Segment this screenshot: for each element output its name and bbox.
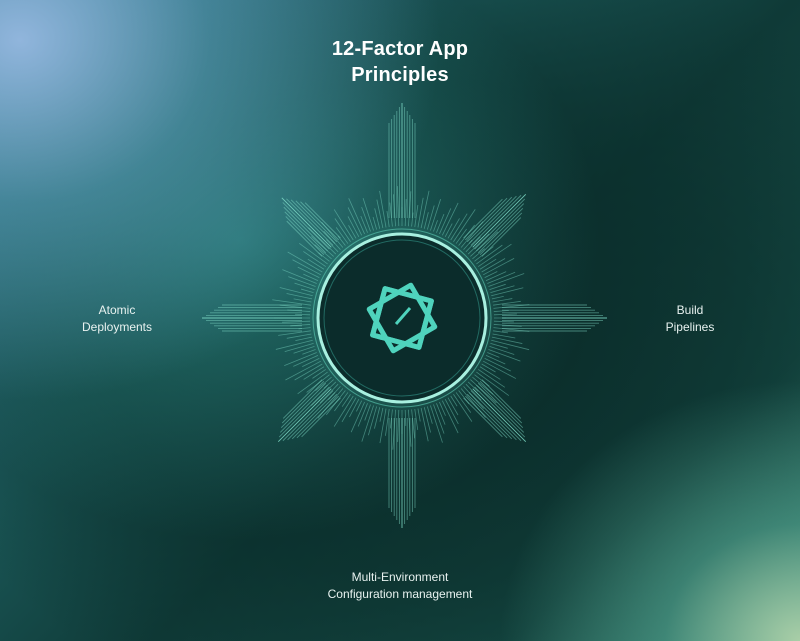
spoke-line: [286, 220, 323, 257]
spoke-line: [281, 197, 332, 248]
spoke-line: [301, 397, 341, 438]
spoke-line: [468, 195, 517, 244]
spoke-line: [287, 392, 336, 441]
spoke-line: [476, 203, 525, 252]
spoke-line: [479, 212, 523, 255]
spoke-line: [280, 382, 327, 429]
label-line-2: Pipelines: [665, 320, 715, 334]
spoke-line: [465, 197, 508, 241]
spoke-line: [474, 198, 526, 250]
spoke-line: [304, 202, 341, 239]
spoke-line: [296, 395, 339, 439]
spoke-line: [463, 198, 503, 239]
spoke-line: [284, 211, 327, 254]
spoke-line: [282, 202, 330, 250]
spoke-line: [282, 379, 323, 419]
spoke-line: [466, 196, 513, 243]
inner-ring: [323, 239, 481, 397]
spoke-line: [295, 200, 338, 243]
spoke-line: [277, 388, 332, 443]
spoke-bundles: [202, 103, 607, 528]
spoke-line: [479, 381, 523, 424]
page-title-line-2: Principles: [351, 64, 449, 86]
label-line-1: Atomic: [98, 303, 136, 317]
label-line-2: Configuration management: [327, 587, 473, 601]
label-build-pipelines: Build Pipelines: [630, 302, 750, 336]
spoke-line: [477, 382, 524, 429]
spoke-line: [476, 384, 525, 433]
spoke-line: [465, 395, 508, 439]
spoke-line: [463, 397, 503, 438]
label-multi-environment-configuration: Multi-Environment Configuration manageme…: [280, 569, 520, 603]
spoke-line: [283, 206, 328, 252]
spoke-line: [281, 381, 325, 424]
spoke-line: [291, 393, 338, 440]
spoke-line: [278, 386, 330, 438]
spoke-line: [477, 207, 524, 254]
label-atomic-deployments: Atomic Deployments: [62, 302, 172, 336]
label-line-1: Build: [676, 303, 704, 317]
spoke-line: [279, 384, 328, 433]
spoke-line: [290, 199, 336, 244]
spoke-line: [468, 392, 517, 441]
label-line-1: Multi-Environment: [351, 570, 449, 584]
spoke-line: [285, 216, 325, 255]
spoke-line: [286, 198, 334, 246]
spoke-line: [481, 217, 522, 257]
spoke-line: [470, 194, 522, 246]
label-line-2: Deployments: [81, 320, 153, 334]
interlocking-squares-star-icon: [366, 282, 438, 354]
spoke-line: [470, 390, 522, 442]
spoke-line: [282, 390, 334, 442]
spoke-line: [472, 193, 527, 248]
spoke-line: [300, 201, 339, 241]
spoke-line: [472, 388, 527, 443]
spoke-line: [466, 393, 513, 440]
outer-ring: [312, 228, 492, 408]
spoke-line: [474, 386, 526, 438]
page-title-line-1: 12-Factor App: [331, 38, 469, 60]
spoke-line: [481, 379, 522, 419]
